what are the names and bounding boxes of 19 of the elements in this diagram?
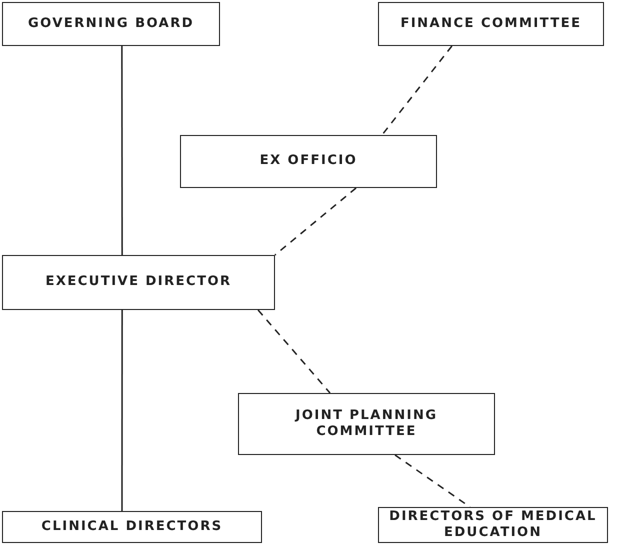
box-label: CLINICAL DIRECTORS — [41, 518, 223, 536]
org-box — [2, 511, 262, 543]
box-label: JOINT PLANNING COMMITTEE — [294, 408, 439, 440]
box-label: EXECUTIVE DIRECTOR — [45, 274, 232, 291]
box-label: EX OFFICIO — [260, 153, 358, 170]
org-box — [2, 255, 275, 310]
org-box — [238, 393, 495, 455]
box-label: DIRECTORS OF MEDICAL EDUCATION — [389, 508, 597, 542]
org-box — [2, 2, 220, 46]
connector-line — [121, 310, 123, 511]
org-box — [378, 2, 604, 46]
box-label: GOVERNING BOARD — [28, 16, 194, 32]
connector-line — [274, 187, 357, 256]
connector-line — [381, 46, 452, 136]
org-box — [180, 135, 437, 188]
connector-line — [121, 46, 123, 255]
connector-line — [258, 310, 331, 394]
org-box — [378, 507, 608, 543]
box-label: FINANCE COMMITTEE — [400, 16, 582, 32]
